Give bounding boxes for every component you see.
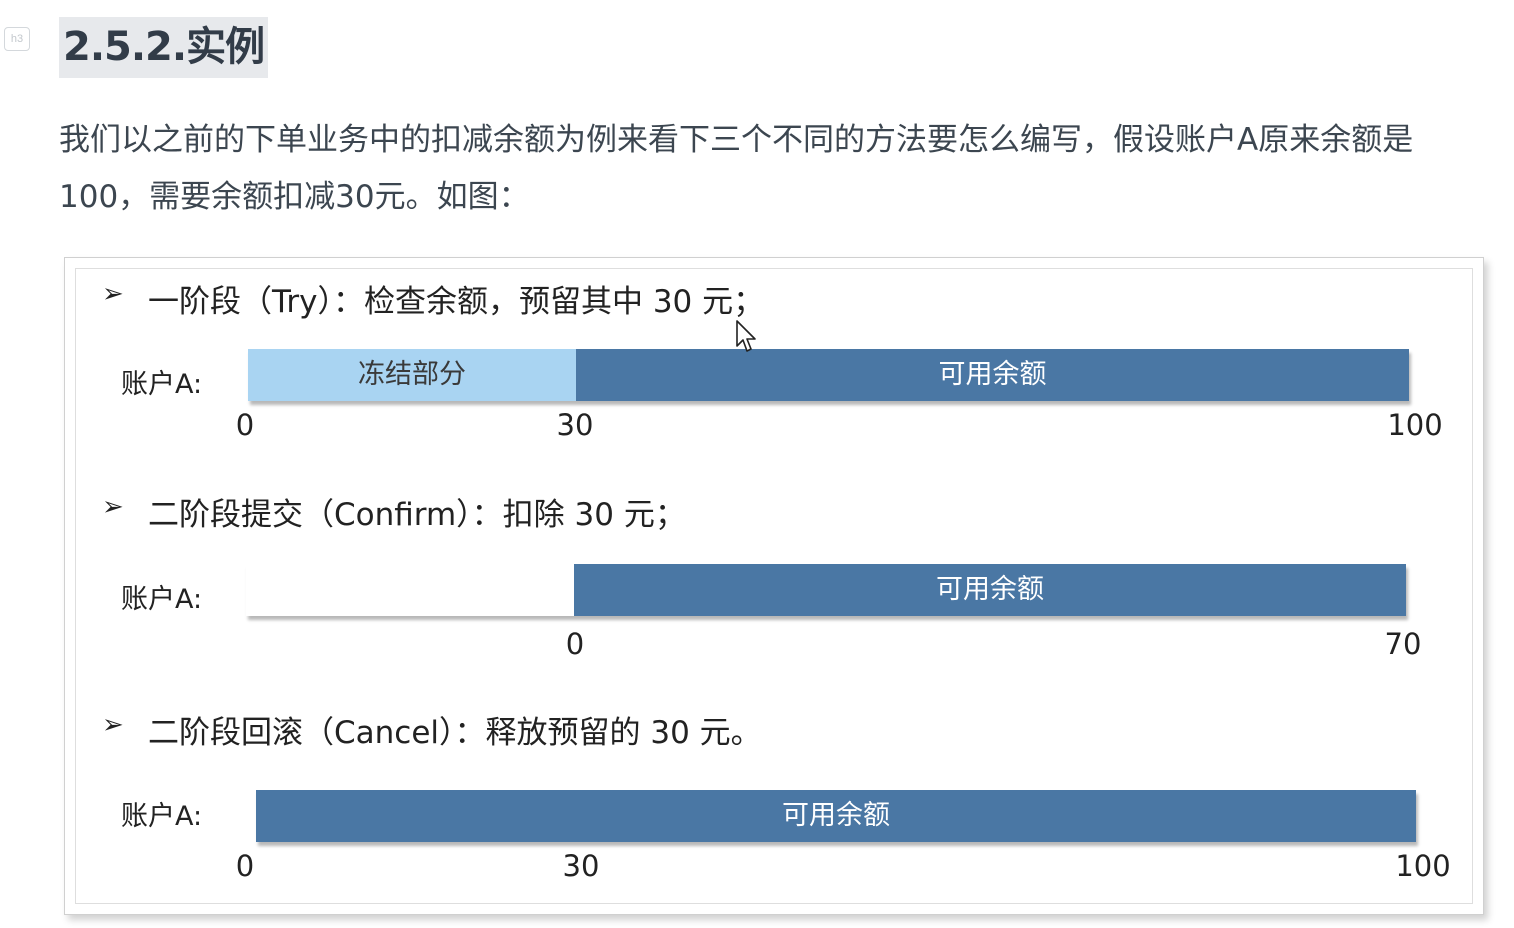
balance-bar-confirm: 可用余额	[246, 564, 1406, 616]
tick-label: 100	[1387, 408, 1443, 442]
account-label: 账户A:	[121, 369, 203, 400]
section-heading: 2.5.2.实例	[59, 17, 269, 78]
stage-try-title: 一阶段（Try）：检查余额，预留其中 30 元；	[148, 284, 765, 320]
tick-label: 30	[556, 408, 594, 442]
available-segment: 可用余额	[576, 349, 1409, 401]
heading-level-badge: h3	[4, 27, 30, 51]
bullet-arrow-icon: ➢	[102, 710, 124, 740]
account-label: 账户A:	[121, 801, 203, 832]
figure-inner-border	[75, 268, 1473, 904]
tick-label: 0	[235, 408, 255, 442]
stage-confirm-title: 二阶段提交（Confirm）：扣除 30 元；	[148, 497, 686, 533]
deducted-segment	[246, 564, 574, 616]
tick-label: 0	[235, 849, 255, 883]
bullet-arrow-icon: ➢	[102, 492, 124, 522]
balance-bar-try: 冻结部分 可用余额	[248, 349, 1409, 401]
tick-label: 100	[1395, 849, 1451, 883]
mouse-pointer-icon	[736, 320, 756, 352]
bullet-arrow-icon: ➢	[102, 279, 124, 309]
available-segment: 可用余额	[256, 790, 1416, 842]
balance-bar-cancel: 可用余额	[256, 790, 1416, 842]
tick-label: 70	[1384, 627, 1422, 661]
tick-label: 0	[565, 627, 585, 661]
account-label: 账户A:	[121, 584, 203, 615]
available-segment: 可用余额	[574, 564, 1406, 616]
frozen-segment: 冻结部分	[248, 349, 576, 401]
stage-cancel-title: 二阶段回滚（Cancel）：释放预留的 30 元。	[148, 715, 762, 751]
tick-label: 30	[562, 849, 600, 883]
tcc-figure: ➢ 一阶段（Try）：检查余额，预留其中 30 元； 账户A: 冻结部分 可用余…	[64, 257, 1484, 915]
intro-paragraph: 我们以之前的下单业务中的扣减余额为例来看下三个不同的方法要怎么编写，假设账户A原…	[59, 122, 1414, 215]
